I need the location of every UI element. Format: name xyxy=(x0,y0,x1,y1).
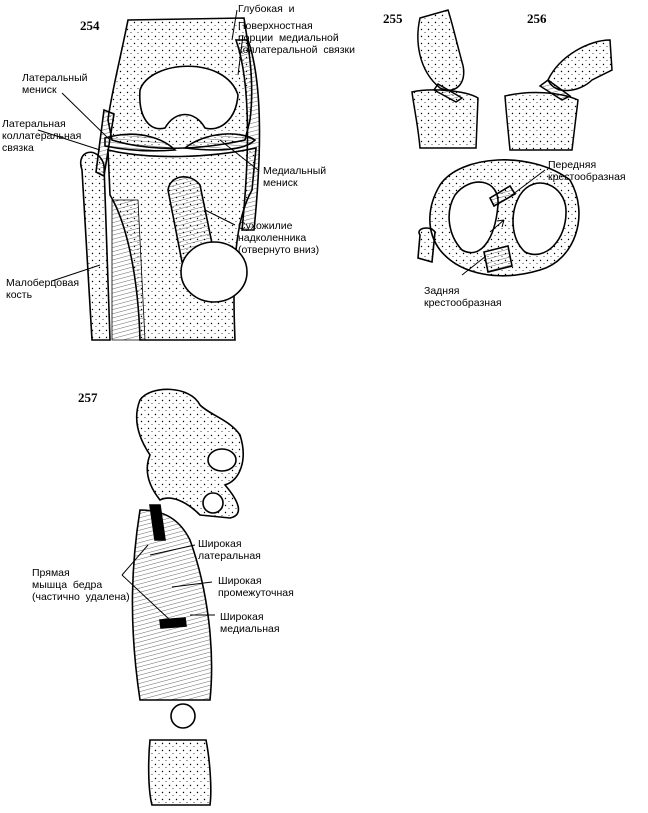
label-patellar-tendon: Сухожилие надколенника (отвернуто вниз) xyxy=(238,220,320,256)
label-vastus-medialis: Широкая медиальная xyxy=(220,611,280,635)
patella-257 xyxy=(170,703,196,729)
femoral-cartilage xyxy=(139,65,239,130)
plateau-meniscus-left xyxy=(448,181,499,254)
leader-deep xyxy=(231,9,238,41)
leader-superficial xyxy=(237,34,244,76)
femur-255 xyxy=(417,9,465,91)
ligament-255 xyxy=(432,82,464,103)
leader-vastus-intermedius xyxy=(171,581,213,588)
label-deep-portion: Глубокая и xyxy=(238,3,295,15)
tibia-255 xyxy=(411,89,479,149)
tibial-plateau-illustration xyxy=(417,159,580,277)
ligament-256 xyxy=(538,79,572,101)
leader-lateral-collateral xyxy=(37,129,101,151)
tibial-condyle xyxy=(417,227,436,264)
label-lateral-meniscus: Латеральный мениск xyxy=(22,72,88,96)
label-lateral-collateral: Латеральная коллатеральная связка xyxy=(2,118,82,154)
femur-256 xyxy=(547,39,613,92)
knee-sagittal-right-illustration xyxy=(504,39,613,151)
leader-medial-meniscus xyxy=(219,139,259,171)
tibial-arrow xyxy=(489,219,505,233)
lower-leg-shape xyxy=(147,739,212,806)
medial-collateral-shape xyxy=(234,39,261,231)
knee-sagittal-left-illustration xyxy=(411,9,479,149)
label-rectus-femoris: Прямая мышца бедра (частично удалена) xyxy=(32,567,130,603)
fibula-shape xyxy=(79,151,111,341)
obturator-foramen xyxy=(202,492,224,514)
leader-patellar-tendon xyxy=(204,209,236,226)
pelvis-shape xyxy=(135,388,244,519)
rectus-femoris-shape xyxy=(149,504,166,541)
thigh-muscles-illustration xyxy=(131,388,244,806)
label-posterior-cruciate: Задняя крестообразная xyxy=(424,285,502,309)
figure-number-256: 256 xyxy=(527,11,547,26)
interosseous-shape xyxy=(111,199,146,341)
figure-number-254: 254 xyxy=(80,18,100,33)
meniscus-lateral-shape xyxy=(104,133,177,152)
posterior-cruciate-shape xyxy=(483,245,513,273)
leader-anterior-cruciate xyxy=(507,169,546,199)
label-fibula: Малоберцовая кость xyxy=(6,277,80,301)
leader-vastus-lateralis xyxy=(149,544,196,556)
label-anterior-cruciate: Передняя крестообразная xyxy=(548,159,626,183)
leader-rectus-2 xyxy=(121,574,171,621)
patella-shape xyxy=(180,241,248,303)
muscle-band xyxy=(159,617,187,629)
knee-anterior-illustration xyxy=(79,17,261,341)
label-superficial-portion: Поверхностная порции медиальной коллатер… xyxy=(238,20,355,56)
tibia-256 xyxy=(504,91,579,151)
leader-posterior-cruciate xyxy=(461,255,487,276)
femoral-head xyxy=(207,448,237,472)
figure-number-257: 257 xyxy=(78,390,98,405)
lateral-collateral-shape xyxy=(95,108,115,178)
leader-lateral-meniscus xyxy=(61,92,111,141)
label-vastus-intermedius: Широкая промежуточная xyxy=(218,575,294,599)
plateau-meniscus-right xyxy=(512,182,567,256)
figure-number-255: 255 xyxy=(383,11,403,26)
thigh-outline xyxy=(131,509,213,701)
anterior-cruciate-shape xyxy=(488,184,517,208)
leader-lines xyxy=(37,9,546,621)
leader-rectus-1 xyxy=(121,544,149,576)
leader-fibula xyxy=(51,264,101,282)
label-vastus-lateralis: Широкая латеральная xyxy=(198,538,261,562)
label-medial-meniscus: Медиальный мениск xyxy=(263,165,327,189)
